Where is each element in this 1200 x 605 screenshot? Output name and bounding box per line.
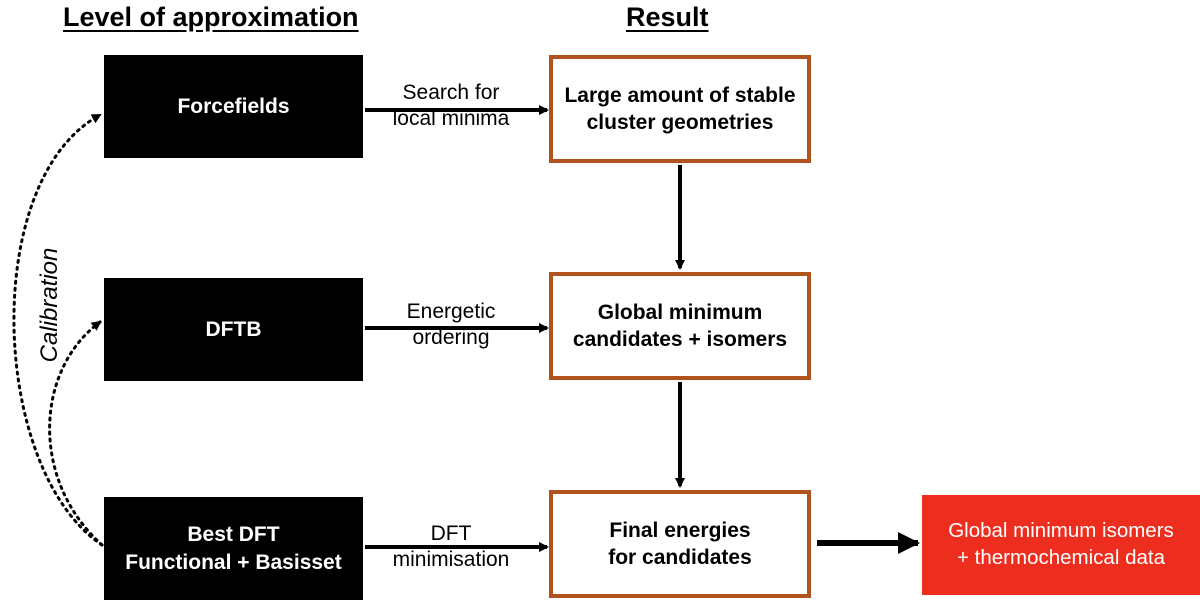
global-minimum-candidates-line1: Global minimum <box>597 300 763 324</box>
energetic-label-line1: Energetic <box>406 300 496 323</box>
final-output-line2: + thermochemical data <box>957 546 1165 569</box>
forcefields-box: Forcefields <box>104 55 363 158</box>
energetic-label-line2: ordering <box>412 326 490 350</box>
final-energies-line1: Final energies <box>609 518 751 542</box>
global-minimum-candidates-box: Global minimum candidates + isomers <box>549 272 811 380</box>
level-of-approximation-header: Level of approximation <box>63 2 359 32</box>
final-output-box: Global minimum isomers + thermochemical … <box>922 495 1200 595</box>
stable-geometries-line2: cluster geometries <box>586 111 774 134</box>
best-dft-label-line1: Best DFT <box>187 523 280 547</box>
search-label-line2: local minima <box>392 107 510 131</box>
final-energies-line2: for candidates <box>608 546 752 569</box>
search-label-line1: Search for <box>402 81 500 104</box>
dft-label-line2: minimisation <box>392 548 510 572</box>
dftb-box: DFTB <box>104 278 363 381</box>
dft-label-line1: DFT <box>430 522 472 545</box>
forcefields-label: Forcefields <box>177 94 290 118</box>
best-dft-box: Best DFT Functional + Basisset <box>104 497 363 600</box>
final-output-line1: Global minimum isomers <box>948 519 1174 543</box>
dft-minimisation-label: DFT minimisation <box>375 521 527 574</box>
stable-geometries-box: Large amount of stable cluster geometrie… <box>549 55 811 163</box>
final-energies-box: Final energies for candidates <box>549 490 811 598</box>
calibration-arrow-to-forcefields <box>12 113 104 547</box>
global-minimum-candidates-line2: candidates + isomers <box>572 328 788 351</box>
search-local-minima-label: Search for local minima <box>375 80 527 133</box>
best-dft-label-line2: Functional + Basisset <box>125 550 342 574</box>
calibration-arrow-to-dftb <box>48 320 104 547</box>
dftb-label: DFTB <box>205 317 262 341</box>
stable-geometries-line1: Large amount of stable <box>564 83 796 107</box>
result-header: Result <box>626 2 709 32</box>
energetic-ordering-label: Energetic ordering <box>375 299 527 352</box>
